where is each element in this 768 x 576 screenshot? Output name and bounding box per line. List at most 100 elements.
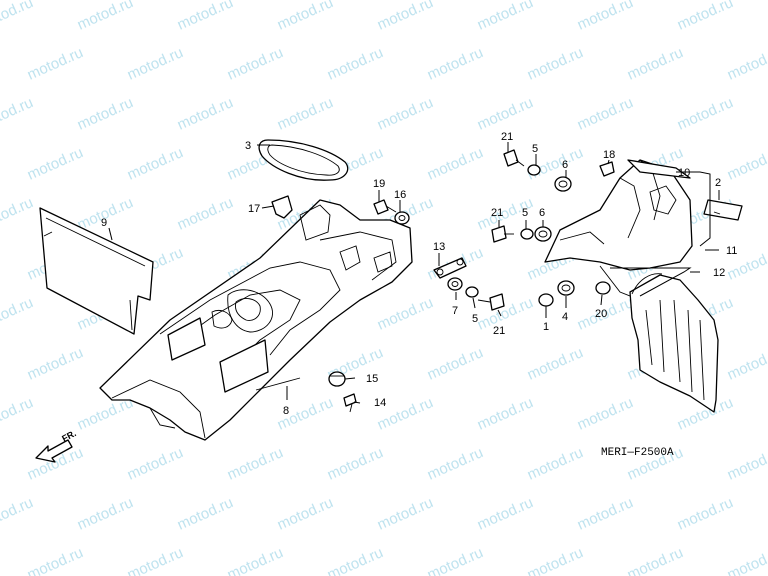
watermark-text: motod.ru (425, 44, 486, 84)
watermark-text: motod.ru (175, 94, 236, 134)
callout-1: 1 (543, 321, 549, 333)
part-12-mud-flap[interactable] (629, 273, 719, 413)
watermark-text: motod.ru (25, 44, 86, 84)
part-21-bolt-mid[interactable] (491, 225, 514, 243)
watermark-text: motod.ru (325, 544, 386, 576)
watermark-text: motod.ru (375, 494, 436, 534)
part-21-bolt-top[interactable] (503, 149, 525, 167)
watermark-text: motod.ru (175, 194, 236, 234)
watermark-text: motod.ru (0, 394, 36, 434)
part-21-bolt-center[interactable] (477, 293, 505, 311)
watermark-text: motod.ru (0, 0, 36, 34)
watermark-text: motod.ru (425, 144, 486, 184)
watermark-text: motod.ru (175, 0, 236, 34)
watermark-text: motod.ru (725, 44, 768, 84)
watermark-text: motod.ru (475, 94, 536, 134)
watermark-text: motod.ru (525, 444, 586, 484)
watermark-text: motod.ru (525, 344, 586, 384)
watermark-text: motod.ru (625, 544, 686, 576)
watermark-text: motod.ru (675, 94, 736, 134)
watermark-text: motod.ru (575, 494, 636, 534)
callout-20: 20 (595, 308, 607, 320)
watermark-text: motod.ru (225, 444, 286, 484)
part-18-clip[interactable] (599, 161, 615, 177)
part-1-nut[interactable] (538, 293, 554, 307)
diagram-code: MERI—F2500A (601, 447, 674, 459)
watermark-text: motod.ru (75, 94, 136, 134)
watermark-text: motod.ru (125, 44, 186, 84)
callout-6-mid: 6 (539, 207, 545, 219)
arrow-left-icon (35, 439, 73, 463)
watermark-text: motod.ru (75, 0, 136, 34)
watermark-text: motod.ru (525, 44, 586, 84)
part-15-grommet[interactable] (328, 371, 346, 387)
watermark-text: motod.ru (425, 544, 486, 576)
watermark-text: motod.ru (275, 94, 336, 134)
watermark-text: motod.ru (225, 44, 286, 84)
watermark-text: motod.ru (625, 44, 686, 84)
leader-lines (108, 142, 720, 404)
callout-7: 7 (452, 305, 458, 317)
callout-3: 3 (245, 140, 251, 152)
watermark-text: motod.ru (375, 94, 436, 134)
watermark-text: motod.ru (25, 544, 86, 576)
watermark-text: motod.ru (125, 444, 186, 484)
watermark-text: motod.ru (325, 44, 386, 84)
callout-21-top: 21 (501, 131, 513, 143)
part-7-grommet[interactable] (447, 277, 463, 291)
watermark-text: motod.ru (25, 144, 86, 184)
callout-11: 11 (726, 245, 737, 257)
callout-4: 4 (562, 311, 568, 323)
watermark-text: motod.ru (525, 544, 586, 576)
callout-labels: 3 9 17 19 16 8 15 14 13 7 5 21 21 5 6 18… (101, 131, 737, 417)
watermark-text: motod.ru (225, 544, 286, 576)
part-2-light[interactable] (703, 199, 743, 221)
part-13-bracket[interactable] (433, 257, 467, 279)
watermark-text: motod.ru (325, 444, 386, 484)
watermark-text: motod.ru (275, 494, 336, 534)
part-5-collar-mid[interactable] (520, 228, 534, 240)
part-6-grommet-top[interactable] (554, 176, 572, 192)
callout-8: 8 (283, 405, 289, 417)
direction-label: FR. (60, 428, 77, 444)
part-5-collar-center[interactable] (465, 286, 479, 298)
part-9-plate[interactable] (39, 207, 154, 335)
watermark-text: motod.ru (0, 494, 36, 534)
callout-21-center: 21 (493, 325, 505, 337)
watermark-text: motod.ru (725, 344, 768, 384)
watermark-text: motod.ru (575, 394, 636, 434)
callout-5-top: 5 (532, 143, 538, 155)
watermark-text: motod.ru (725, 544, 768, 576)
watermark-text: motod.ru (475, 0, 536, 34)
part-14-screw[interactable] (343, 393, 357, 413)
watermark-text: motod.ru (725, 444, 768, 484)
callout-14: 14 (374, 397, 386, 409)
part-20-collar[interactable] (595, 281, 611, 295)
callout-6-top: 6 (562, 159, 568, 171)
watermark-text: motod.ru (475, 494, 536, 534)
part-6-grommet-mid[interactable] (534, 226, 552, 242)
callout-10: 10 (678, 167, 690, 179)
watermark-text: motod.ru (375, 0, 436, 34)
watermark-text: motod.ru (475, 394, 536, 434)
callout-13: 13 (433, 241, 445, 253)
callout-19: 19 (373, 178, 385, 190)
part-5-collar-top[interactable] (527, 164, 541, 176)
watermark-text: motod.ru (425, 444, 486, 484)
part-4-grommet[interactable] (557, 280, 575, 296)
callout-2: 2 (715, 177, 721, 189)
part-19-bolt[interactable] (373, 199, 397, 215)
part-17-clip[interactable] (271, 195, 293, 219)
callout-5-center: 5 (472, 313, 478, 325)
part-8-rear-fender[interactable] (99, 199, 413, 441)
watermark-text: motod.ru (375, 294, 436, 334)
callout-5-mid: 5 (522, 207, 528, 219)
callout-9: 9 (101, 217, 107, 229)
watermark-text: motod.ru (0, 294, 36, 334)
callout-16: 16 (394, 189, 406, 201)
part-3-seal[interactable] (258, 139, 349, 181)
watermark-text: motod.ru (25, 344, 86, 384)
part-10-reflector[interactable] (627, 159, 691, 179)
part-16-collar[interactable] (394, 211, 410, 225)
